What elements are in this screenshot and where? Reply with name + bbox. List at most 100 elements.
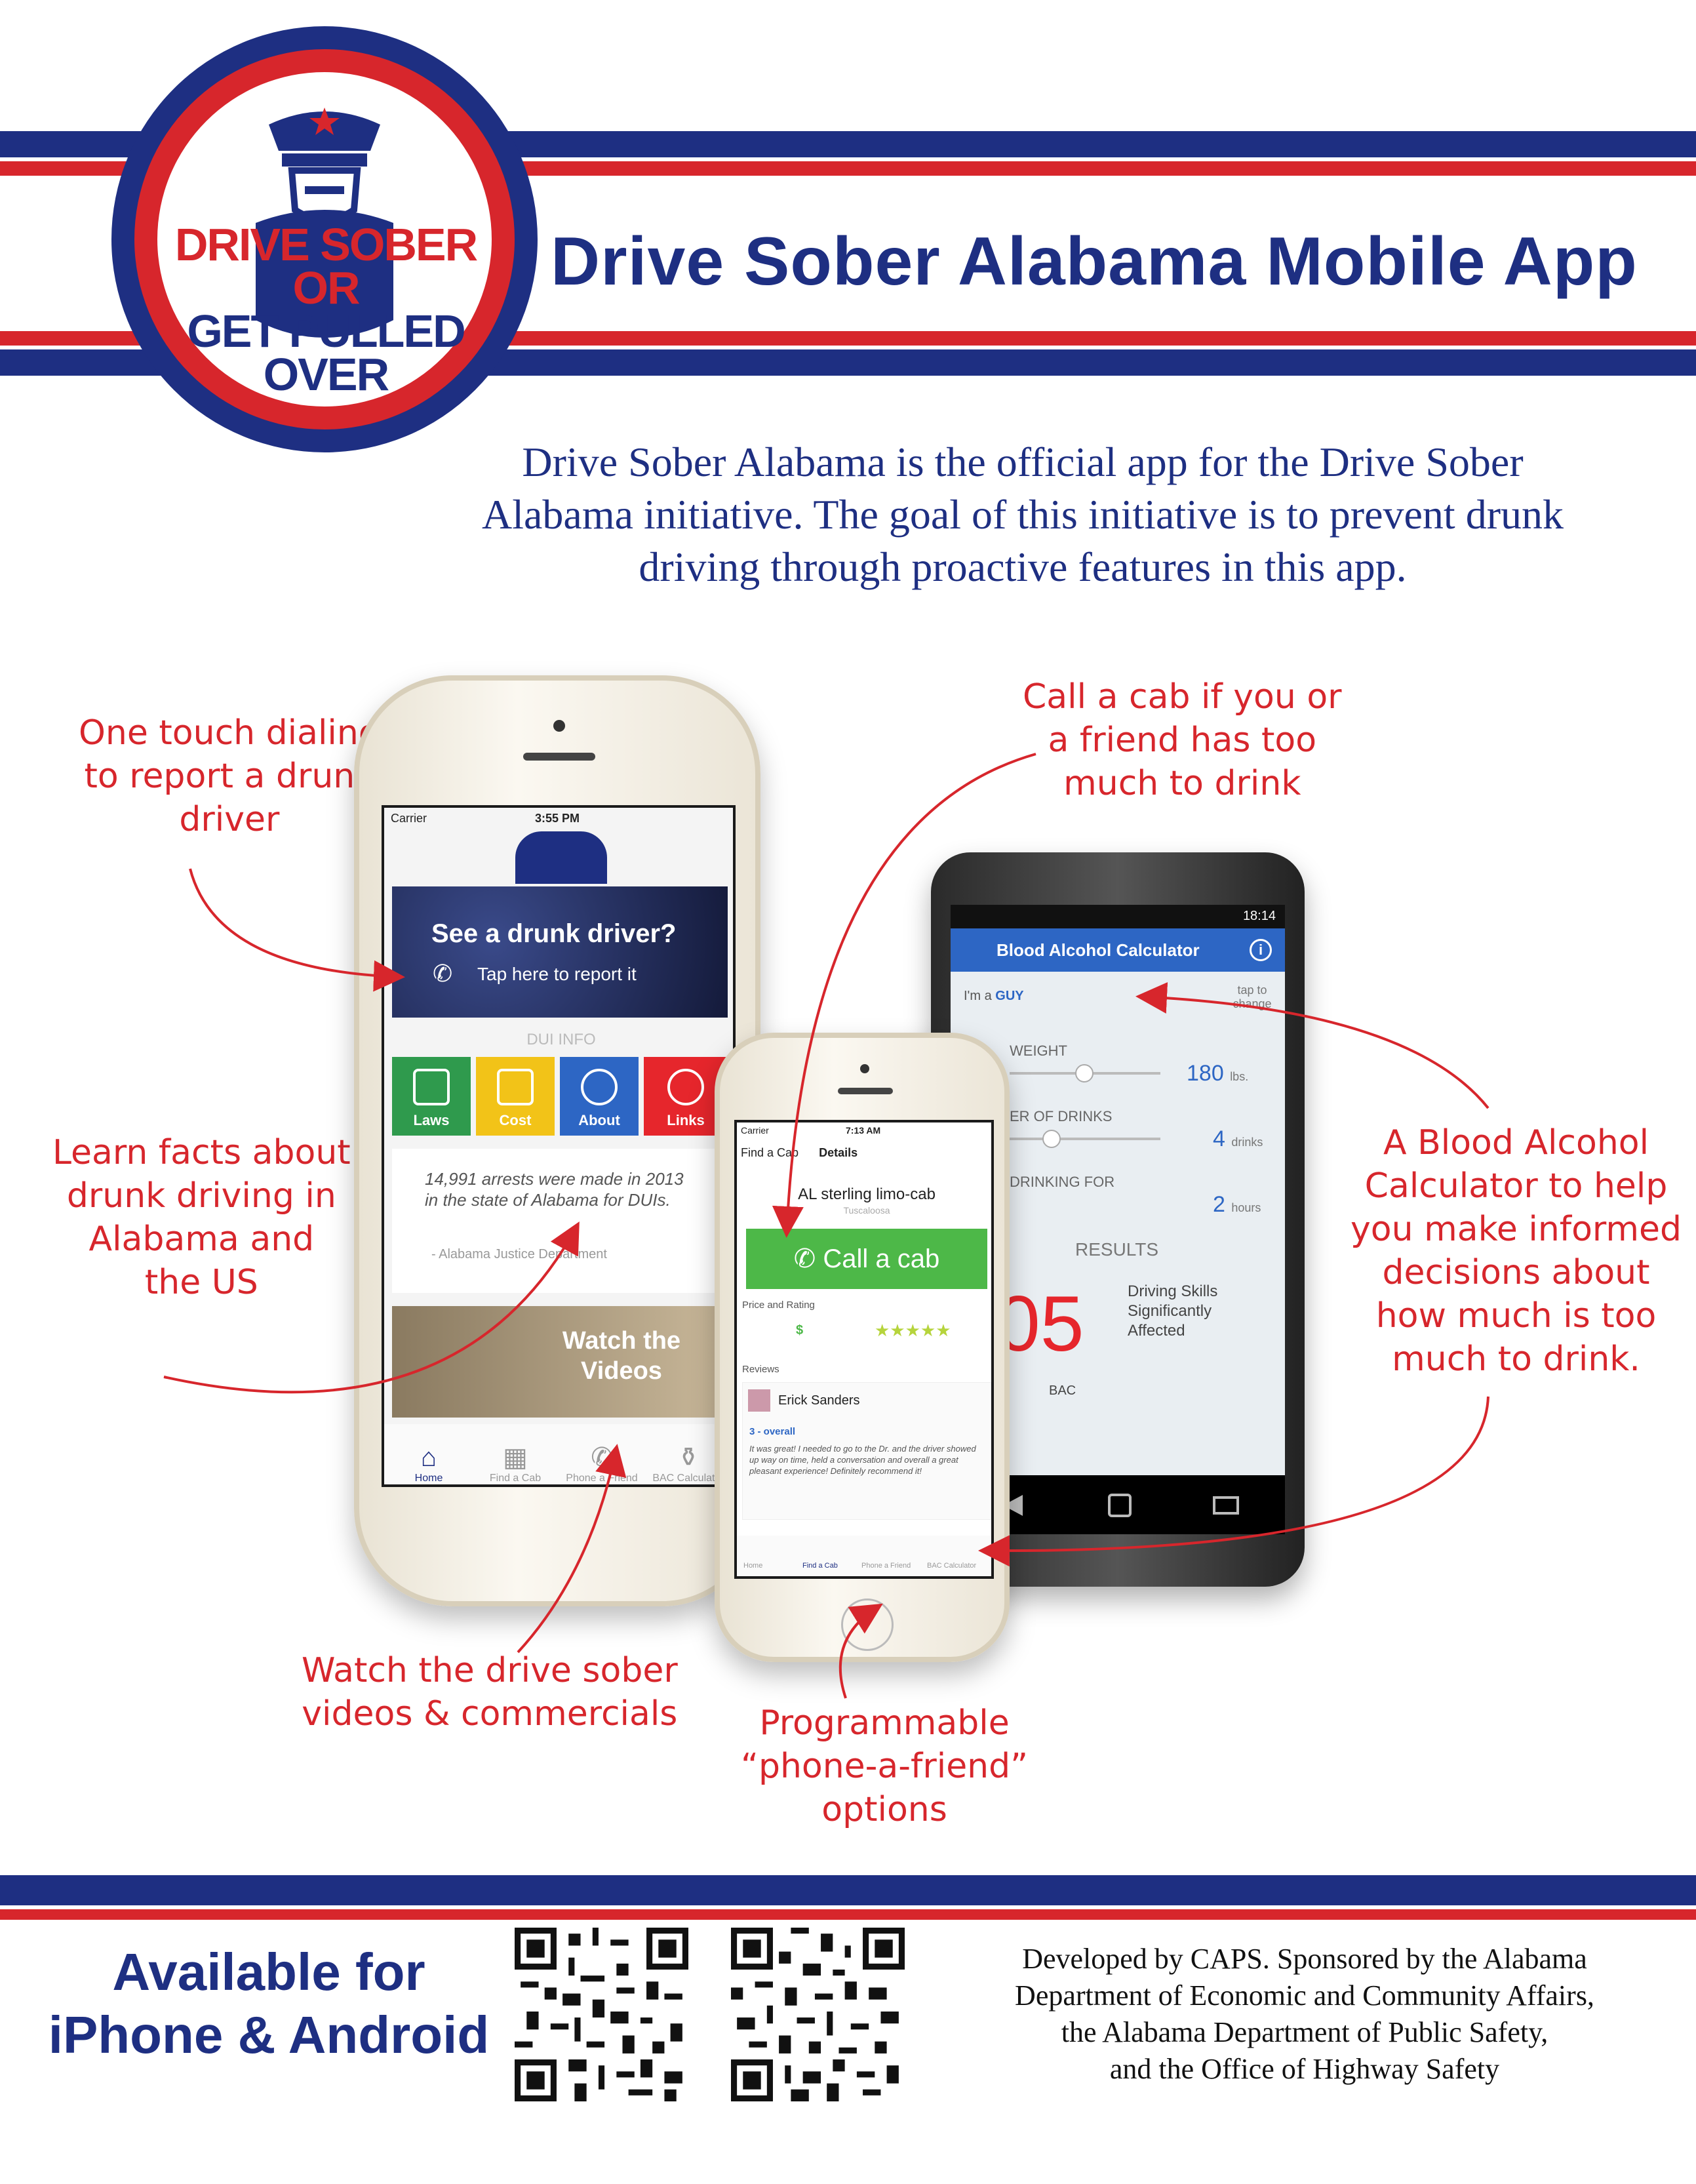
price-rating-label: Price and Rating — [742, 1300, 815, 1311]
iphone-speaker — [523, 753, 595, 761]
drinks-value: 4 — [1213, 1126, 1225, 1151]
footer-stripe-navy — [0, 1875, 1696, 1905]
officer-badge-icon — [256, 108, 393, 338]
gender-value[interactable]: GUY — [995, 989, 1024, 1003]
call-cab-label: Call a cab — [823, 1244, 940, 1273]
iphone-small: Carrier 7:13 AM Find a Cab Details AL st… — [715, 1033, 1010, 1662]
intro-paragraph: Drive Sober Alabama is the official app … — [482, 439, 1564, 590]
tile-links[interactable]: Links — [644, 1057, 728, 1136]
small-carrier: Carrier — [741, 1125, 769, 1136]
gender-row: I'm a GUY — [964, 989, 1024, 1003]
tab-find-cab[interactable]: ▦Find a Cab — [476, 1442, 555, 1484]
drinks-slider[interactable] — [1010, 1130, 1160, 1148]
small-tab-bar: Home Find a Cab Phone a Friend BAC Calcu… — [737, 1536, 991, 1576]
bac-value: 05 — [996, 1280, 1084, 1368]
iphone-small-speaker — [838, 1088, 893, 1094]
footer-stripe-red — [0, 1909, 1696, 1920]
bottle-icon: ⚱ — [677, 1443, 700, 1472]
map-icon: ▦ — [503, 1443, 528, 1472]
report-banner[interactable]: See a drunk driver? ✆ Tap here to report… — [392, 886, 728, 1018]
android-app-title: Blood Alcohol Calculator — [996, 940, 1200, 960]
videos-banner[interactable]: Watch the Videos — [392, 1306, 728, 1418]
qr-code-android[interactable] — [731, 1928, 905, 2101]
home-icon[interactable] — [1108, 1494, 1132, 1517]
report-banner-title: See a drunk driver? — [431, 919, 677, 948]
quote-text: 14,991 arrests were made in 2013 in the … — [425, 1169, 684, 1210]
price-value: $ — [796, 1323, 804, 1338]
drinks-label: ER OF DRINKS — [1010, 1108, 1113, 1124]
android-clock: 18:14 — [1242, 909, 1276, 923]
hours-unit: hours — [1231, 1201, 1261, 1214]
company-name: AL sterling limo-cab — [798, 1185, 936, 1203]
qr-code-iphone[interactable] — [515, 1928, 688, 2101]
tab-home[interactable]: ⌂Home — [389, 1443, 468, 1484]
tile-laws[interactable]: Laws — [392, 1057, 471, 1136]
app-header-logo — [515, 831, 607, 884]
reviews-label: Reviews — [742, 1364, 779, 1375]
small-tab-phone-friend[interactable]: Phone a Friend — [861, 1562, 911, 1570]
info-icon[interactable]: i — [1250, 939, 1272, 961]
page-title: Drive Sober Alabama Mobile App — [551, 224, 1638, 300]
small-tab-home[interactable]: Home — [743, 1562, 763, 1570]
logo-line-1: DRIVE SOBER OR — [174, 219, 478, 313]
small-tab-find-cab[interactable]: Find a Cab — [802, 1562, 838, 1570]
iphone-camera-icon — [553, 720, 565, 732]
weight-label: WEIGHT — [1010, 1042, 1067, 1059]
tile-about[interactable]: About — [560, 1057, 639, 1136]
result-text: Driving Skills Significantly Affected — [1128, 1282, 1218, 1340]
weight-value: 180 — [1187, 1061, 1224, 1086]
small-tab-bac[interactable]: BAC Calculator — [927, 1562, 977, 1570]
review-card: Erick Sanders 3 - overall It was great! … — [742, 1382, 991, 1520]
iphone-small-camera-icon — [860, 1064, 869, 1073]
logo-text: DRIVE SOBER OR GET PULLED OVER — [172, 219, 480, 400]
call-cab-button[interactable]: ✆ Call a cab — [746, 1229, 987, 1289]
bac-label: BAC — [1049, 1383, 1076, 1398]
availability-text: Available for iPhone & Android — [48, 1943, 490, 2064]
hours-value: 2 — [1213, 1192, 1225, 1217]
weight-slider[interactable] — [1010, 1064, 1160, 1082]
review-score: 3 - overall — [749, 1426, 796, 1437]
phone-icon: ✆ — [793, 1244, 816, 1273]
iphone-main: Carrier 3:55 PM See a drunk driver? ✆ Ta… — [354, 675, 760, 1606]
briefcase-icon — [413, 1069, 450, 1105]
iphone-small-screen: Carrier 7:13 AM Find a Cab Details AL st… — [734, 1120, 994, 1579]
dui-info-heading: DUI INFO — [526, 1031, 596, 1048]
home-icon: ⌂ — [420, 1443, 437, 1472]
tag-icon — [497, 1069, 534, 1105]
back-link[interactable]: Find a Cab — [741, 1146, 799, 1159]
iphone-small-home-button[interactable] — [841, 1598, 894, 1651]
company-city: Tuscaloosa — [843, 1205, 890, 1216]
weight-unit: lbs. — [1230, 1070, 1249, 1083]
android-app-bar: Blood Alcohol Calculator i — [951, 928, 1285, 972]
phone-icon: ✆ — [433, 960, 453, 987]
iphone-main-screen: Carrier 3:55 PM See a drunk driver? ✆ Ta… — [382, 805, 736, 1487]
tile-cost[interactable]: Cost — [476, 1057, 555, 1136]
details-heading: Details — [819, 1146, 858, 1159]
videos-label: Watch the Videos — [562, 1327, 681, 1385]
tab-bac[interactable]: ⚱BAC Calculator — [649, 1442, 728, 1484]
review-text: It was great! I needed to go to the Dr. … — [749, 1444, 976, 1476]
globe-icon — [667, 1069, 704, 1105]
callout-phone-friend: Programmable“phone-a-friend”options — [741, 1703, 1029, 1829]
reviewer-name: Erick Sanders — [778, 1393, 860, 1408]
status-time: 3:55 PM — [535, 812, 580, 825]
results-heading: RESULTS — [1075, 1239, 1159, 1260]
carrier: Carrier — [391, 812, 427, 825]
info-icon — [581, 1069, 618, 1105]
drinks-unit: drinks — [1231, 1136, 1263, 1149]
report-banner-sub: Tap here to report it — [477, 964, 637, 984]
logo-line-2: GET PULLED OVER — [187, 306, 465, 400]
avatar — [748, 1389, 770, 1412]
star-rating: ★★★★★ — [875, 1320, 951, 1340]
credits-text: Developed by CAPS. Sponsored by the Alab… — [1015, 1943, 1594, 2085]
recents-icon[interactable] — [1213, 1496, 1239, 1515]
tab-bar: ⌂Home ▦Find a Cab ✆Phone a Friend ⚱BAC C… — [384, 1424, 733, 1484]
android-status-bar: 18:14 — [951, 905, 1285, 928]
small-time: 7:13 AM — [846, 1125, 881, 1136]
